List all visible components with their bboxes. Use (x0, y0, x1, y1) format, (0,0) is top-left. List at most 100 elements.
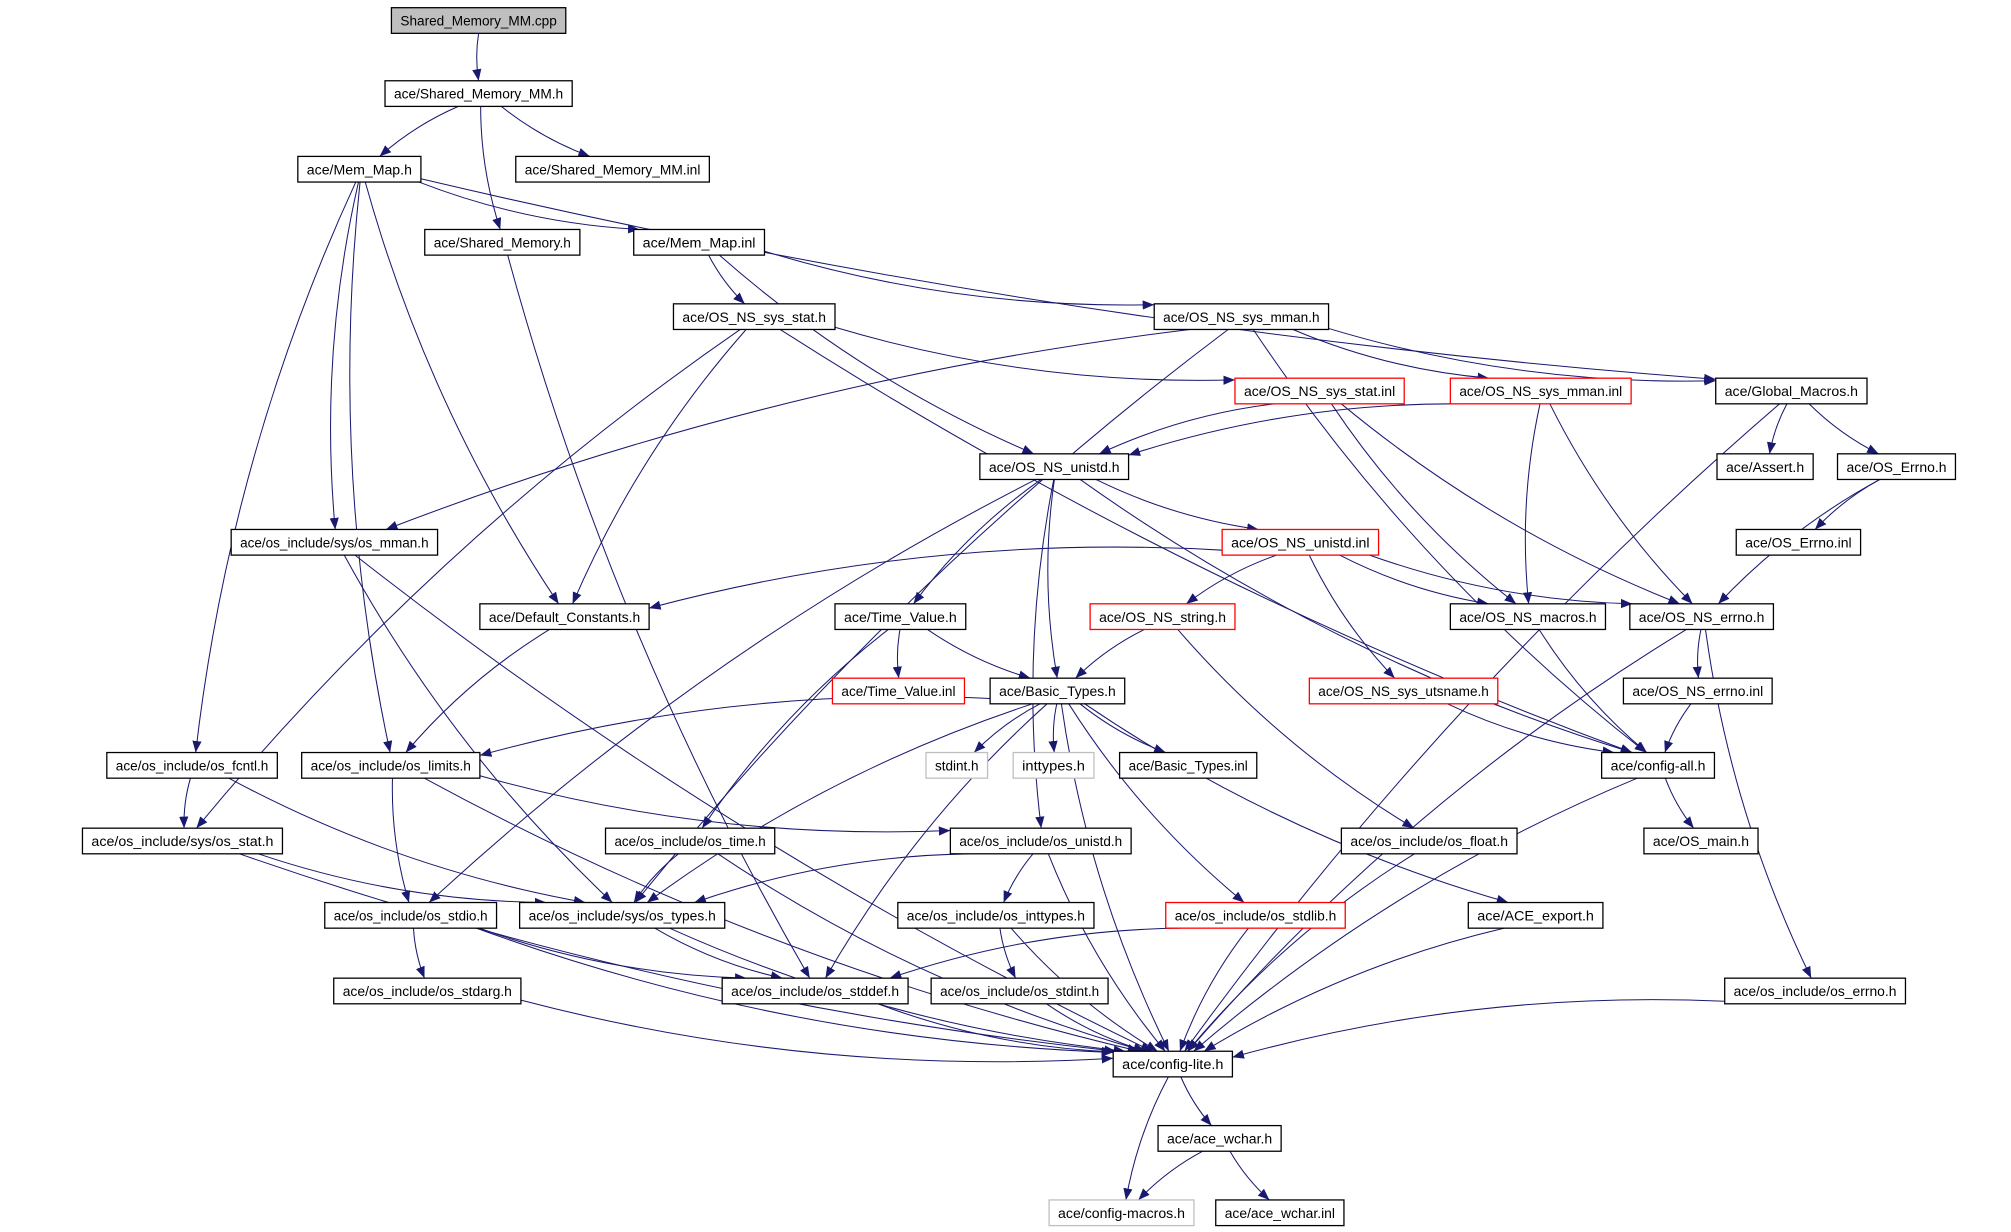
edge-osstdint-to-configlite (1046, 1003, 1147, 1053)
graph-node-osstdint[interactable]: ace/os_include/os_stdint.h (930, 977, 1109, 1005)
node-box (925, 751, 989, 779)
graph-node-cpp[interactable]: Shared_Memory_MM.cpp (390, 7, 567, 34)
graph-node-sysmmaninl[interactable]: ace/OS_NS_sys_mman.inl (1449, 377, 1632, 405)
node-label: ace/Time_Value.inl (841, 684, 955, 699)
node-box (1836, 453, 1957, 481)
graph-node-timevalueinl[interactable]: ace/Time_Value.inl (831, 677, 966, 705)
node-label: ace/os_include/os_stdint.h (940, 984, 1099, 999)
graph-node-osunistd[interactable]: ace/os_include/os_unistd.h (949, 827, 1132, 855)
graph-node-sysmmanh[interactable]: ace/OS_NS_sys_mman.h (1153, 303, 1330, 331)
graph-node-inttypesh[interactable]: inttypes.h (1012, 751, 1095, 779)
graph-node-osstdio[interactable]: ace/os_include/os_stdio.h (324, 901, 498, 929)
node-label: ace/os_include/os_stdlib.h (1175, 908, 1337, 923)
graph-node-ostypes[interactable]: ace/os_include/sys/os_types.h (518, 901, 726, 929)
node-box (1600, 751, 1716, 779)
graph-node-configlite[interactable]: ace/config-lite.h (1112, 1050, 1234, 1078)
graph-node-oserrnoh[interactable]: ace/OS_Errno.h (1836, 453, 1957, 481)
graph-node-macrosh[interactable]: ace/OS_NS_macros.h (1449, 603, 1607, 631)
edge-memmapinl-to-sysmmanh (764, 250, 1155, 310)
graph-node-configmacros[interactable]: ace/config-macros.h (1048, 1199, 1195, 1227)
node-label: ace/Shared_Memory_MM.h (394, 87, 563, 102)
graph-node-memmaph[interactable]: ace/Mem_Map.h (297, 155, 422, 183)
edge-ostime-to-ostypes (633, 853, 679, 903)
edge-memmaph-to-globalmacros (420, 178, 1716, 384)
graph-node-smmh[interactable]: ace/Shared_Memory_MM.h (384, 80, 573, 108)
node-box (81, 827, 284, 855)
node-label: ace/ace_wchar.inl (1225, 1206, 1335, 1221)
graph-node-acewcharh[interactable]: ace/ace_wchar.h (1157, 1124, 1282, 1152)
node-label: ace/os_include/os_time.h (614, 834, 765, 849)
edge-memmaph-to-memmapinl (418, 181, 640, 234)
graph-node-nserrnoh[interactable]: ace/OS_NS_errno.h (1629, 603, 1775, 631)
graph-node-osstddef[interactable]: ace/os_include/os_stddef.h (721, 977, 909, 1005)
node-box (949, 827, 1132, 855)
node-label: ace/Shared_Memory_MM.inl (525, 162, 701, 177)
graph-node-oserrnoinl[interactable]: ace/OS_Errno.inl (1735, 528, 1862, 556)
graph-node-oslimits[interactable]: ace/os_include/os_limits.h (301, 751, 481, 779)
node-box (1112, 1050, 1234, 1078)
graph-node-unistdh[interactable]: ace/OS_NS_unistd.h (979, 453, 1130, 481)
edge-unistdh-to-basictypesh (1047, 479, 1060, 679)
node-label: ace/ace_wchar.h (1167, 1132, 1272, 1147)
graph-node-configall[interactable]: ace/config-all.h (1600, 751, 1716, 779)
graph-node-defconst[interactable]: ace/Default_Constants.h (479, 603, 650, 631)
graph-node-smminl[interactable]: ace/Shared_Memory_MM.inl (515, 155, 710, 183)
node-label: inttypes.h (1022, 758, 1085, 773)
graph-node-osstdarg[interactable]: ace/os_include/os_stdarg.h (333, 977, 522, 1005)
node-label: ace/os_include/sys/os_stat.h (91, 834, 273, 849)
graph-node-aceexport[interactable]: ace/ACE_export.h (1467, 901, 1604, 929)
edge-oslimits-to-osunistd (479, 775, 951, 836)
graph-node-unistdinl[interactable]: ace/OS_NS_unistd.inl (1221, 528, 1380, 556)
edge-osstdarg-to-configlite (520, 999, 1114, 1064)
edge-osmman-to-configlite (354, 554, 1153, 1052)
graph-node-stringh[interactable]: ace/OS_NS_string.h (1089, 603, 1236, 631)
graph-node-acewcharinl[interactable]: ace/ace_wchar.inl (1215, 1199, 1345, 1227)
graph-node-memmapinl[interactable]: ace/Mem_Map.inl (633, 228, 766, 256)
graph-node-sysstatinl[interactable]: ace/OS_NS_sys_stat.inl (1234, 377, 1405, 405)
graph-node-sysstath[interactable]: ace/OS_NS_sys_stat.h (672, 303, 836, 331)
node-label: Shared_Memory_MM.cpp (400, 14, 556, 29)
graph-node-oserrno[interactable]: ace/os_include/os_errno.h (1724, 977, 1907, 1005)
graph-node-nserrnoinl[interactable]: ace/OS_NS_errno.inl (1622, 677, 1773, 705)
node-box (672, 303, 836, 331)
graph-node-globalmacros[interactable]: ace/Global_Macros.h (1715, 377, 1868, 405)
graph-node-osfloat[interactable]: ace/os_include/os_float.h (1340, 827, 1518, 855)
edge-unistdinl-to-defconst (648, 546, 1223, 610)
edge-osfcntl-to-ostypes (228, 777, 586, 906)
graph-node-osmain[interactable]: ace/OS_main.h (1643, 827, 1759, 855)
node-box (324, 901, 498, 929)
edge-osfcntl-to-osstat (179, 778, 191, 829)
graph-node-stdinth[interactable]: stdint.h (925, 751, 989, 779)
graph-node-basictypesh[interactable]: ace/Basic_Types.h (989, 677, 1126, 705)
node-label: ace/os_include/os_errno.h (1734, 984, 1897, 999)
node-box (1048, 1199, 1195, 1227)
node-label: ace/os_include/os_fcntl.h (116, 758, 269, 773)
graph-node-osinttypes[interactable]: ace/os_include/os_inttypes.h (897, 901, 1095, 929)
edge-ostime-to-configlite (717, 853, 1146, 1053)
graph-node-timevalueh[interactable]: ace/Time_Value.h (834, 603, 967, 631)
graph-node-shmh[interactable]: ace/Shared_Memory.h (424, 228, 581, 256)
node-box (424, 228, 581, 256)
edge-osunistd-to-configlite (1047, 853, 1166, 1052)
edge-osstddef-to-configlite (877, 1003, 1114, 1056)
edge-osstdio-to-osstdarg (412, 928, 425, 979)
graph-node-osstdlib[interactable]: ace/os_include/os_stdlib.h (1165, 901, 1346, 929)
edge-osstdio-to-configlite (476, 927, 1114, 1057)
node-box (333, 977, 522, 1005)
node-box (515, 155, 710, 183)
edge-oserrnoh-to-oserrnoinl (1814, 479, 1881, 530)
graph-node-osstat[interactable]: ace/os_include/sys/os_stat.h (81, 827, 284, 855)
edge-osunistd-to-ostypes (694, 853, 969, 904)
graph-node-utsnameh[interactable]: ace/OS_NS_sys_utsname.h (1308, 677, 1499, 705)
graph-node-osfcntl[interactable]: ace/os_include/os_fcntl.h (106, 751, 278, 779)
graph-node-ostime[interactable]: ace/os_include/os_time.h (604, 827, 776, 855)
edge-sysstatinl-to-unistdh (1098, 403, 1275, 455)
graph-node-asserth[interactable]: ace/Assert.h (1716, 453, 1814, 481)
graph-node-osmman[interactable]: ace/os_include/sys/os_mman.h (230, 528, 439, 556)
node-box (1089, 603, 1236, 631)
node-label: ace/OS_NS_sys_mman.inl (1459, 384, 1622, 399)
node-box (1157, 1124, 1282, 1152)
edge-sysmmanh-to-globalmacros (1328, 327, 1716, 386)
graph-node-basictypesinl[interactable]: ace/Basic_Types.inl (1118, 751, 1258, 779)
edge-macrosh-to-configall (1538, 629, 1648, 753)
